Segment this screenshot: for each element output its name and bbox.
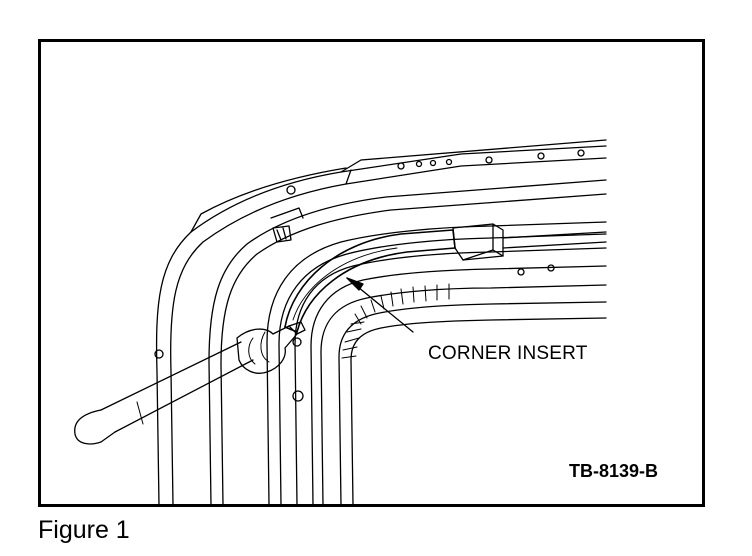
figure-caption: Figure 1: [38, 516, 130, 544]
inner-weatherstrip-ribs: [341, 283, 450, 359]
callout-leader: [346, 277, 414, 333]
reference-code: TB-8139-B: [569, 461, 659, 481]
corner-insert: [284, 229, 456, 333]
corner-insert-label: CORNER INSERT: [428, 343, 588, 364]
retaining-clip: [272, 225, 292, 243]
trim-block: [452, 223, 607, 261]
figure-frame: CORNER INSERT TB-8139-B: [38, 39, 705, 507]
roof-panel-outer: [155, 139, 607, 504]
screwdriver: [74, 321, 306, 445]
sunroof-corner-illustration: [74, 139, 607, 504]
roof-frame-flange: [154, 149, 607, 504]
